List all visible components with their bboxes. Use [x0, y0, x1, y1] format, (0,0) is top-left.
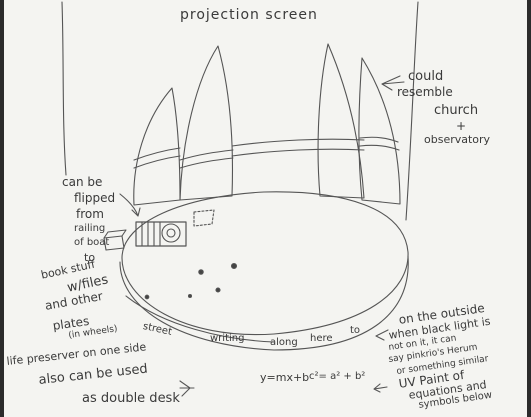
projection-screen-right-edge — [406, 2, 418, 220]
church-note-4: + — [456, 120, 466, 133]
projection-screen-left-edge — [62, 2, 66, 175]
street-word-4: here — [310, 334, 333, 345]
boat-hull — [122, 192, 408, 335]
equation-line: y=mx+b — [260, 372, 309, 384]
left-tall-shell — [134, 88, 180, 205]
sketch-page: projection screen could resemble church … — [4, 0, 527, 417]
flip-note-5: of boat — [74, 238, 109, 249]
street-word-3: along — [270, 338, 298, 349]
flip-note-3: from — [76, 208, 104, 221]
flip-note-4: railing — [74, 224, 105, 235]
church-note-2: resemble — [397, 86, 453, 99]
left-center-shell — [180, 46, 232, 200]
church-note-1: could — [408, 70, 443, 84]
flip-note-1: can be — [62, 176, 102, 189]
right-tall-shell — [359, 58, 400, 204]
flip-note-2: flipped — [74, 192, 115, 205]
arrow-uv — [374, 384, 387, 392]
equation-pythagoras: c²= a² + b² — [309, 372, 365, 383]
life-preserver-ring — [162, 224, 180, 242]
church-note-5: observatory — [424, 134, 490, 146]
page-title: projection screen — [180, 8, 318, 23]
flip-railing-panel — [136, 222, 186, 246]
street-word-5: to — [350, 326, 360, 337]
sigma-symbol — [180, 381, 194, 396]
arrow-outside — [376, 330, 388, 340]
desk-note-2: as double desk — [82, 392, 180, 406]
street-word-2: writing — [210, 334, 244, 345]
church-note-3: church — [434, 104, 478, 118]
right-center-shell — [318, 44, 364, 198]
